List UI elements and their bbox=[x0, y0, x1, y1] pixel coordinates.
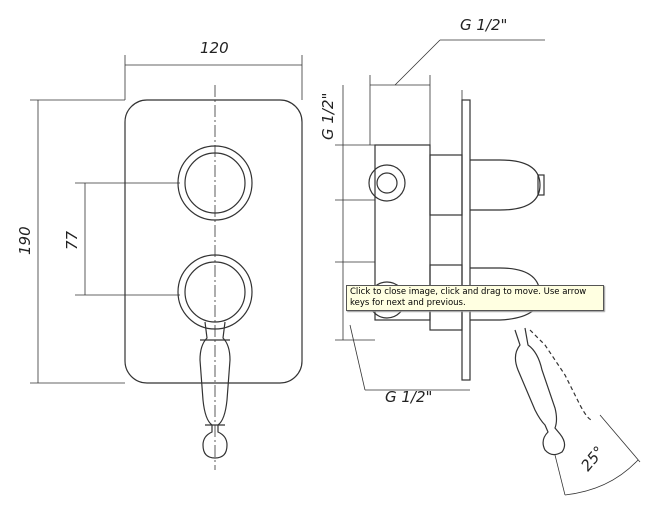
height-dimension-label: 190 bbox=[16, 226, 34, 255]
width-dimension-label: 120 bbox=[200, 39, 229, 57]
image-viewer-tooltip[interactable]: Click to close image, click and drag to … bbox=[346, 285, 604, 311]
front-plate bbox=[124, 99, 303, 384]
thread-bottom-label: G 1/2" bbox=[385, 388, 432, 406]
front-handle bbox=[199, 321, 231, 459]
side-plate bbox=[461, 99, 471, 381]
side-handle bbox=[514, 327, 566, 456]
thread-side-label: G 1/2" bbox=[319, 93, 337, 140]
thread-top-label: G 1/2" bbox=[460, 16, 507, 34]
spacing-dimension-label: 77 bbox=[63, 230, 81, 250]
angle-label: 25° bbox=[577, 443, 608, 475]
